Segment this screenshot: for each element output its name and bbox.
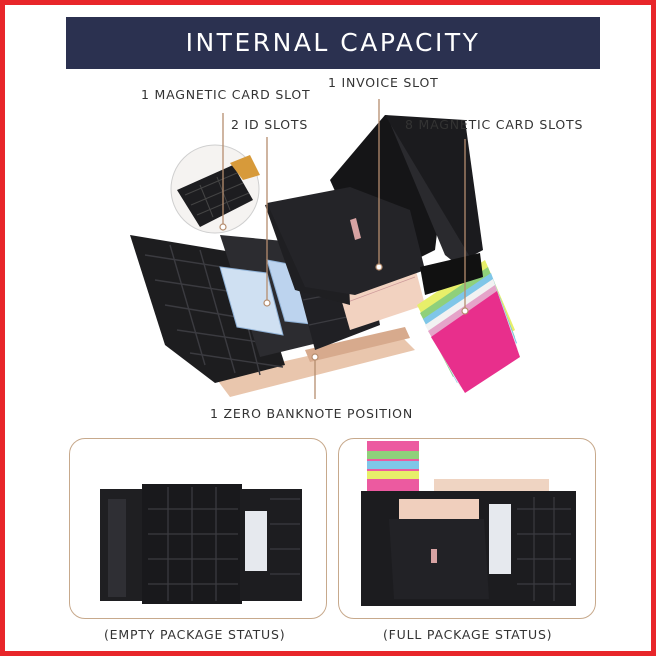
empty-status-panel xyxy=(69,438,327,619)
label-8-magnetic-card-slots: 8 MAGNETIC CARD SLOTS xyxy=(405,117,584,132)
label-banknote-position: 1 ZERO BANKNOTE POSITION xyxy=(210,406,413,421)
full-wallet-image xyxy=(361,441,576,606)
full-status-panel xyxy=(338,438,596,619)
label-invoice-slot: 1 INVOICE SLOT xyxy=(328,75,439,90)
invoice-note xyxy=(340,267,425,330)
banner-title: INTERNAL CAPACITY xyxy=(185,28,481,57)
wallet-illustration xyxy=(130,99,520,399)
closed-wallet-inset xyxy=(170,144,260,234)
empty-wallet-image xyxy=(100,484,302,604)
label-magnetic-card-slot: 1 MAGNETIC CARD SLOT xyxy=(141,87,311,102)
caption-empty-status: (EMPTY PACKAGE STATUS) xyxy=(104,627,286,642)
card-fan xyxy=(417,260,520,393)
caption-full-status: (FULL PACKAGE STATUS) xyxy=(383,627,553,642)
title-banner: INTERNAL CAPACITY xyxy=(66,17,600,69)
carbon-pocket xyxy=(267,187,425,295)
label-id-slots: 2 ID SLOTS xyxy=(231,117,309,132)
